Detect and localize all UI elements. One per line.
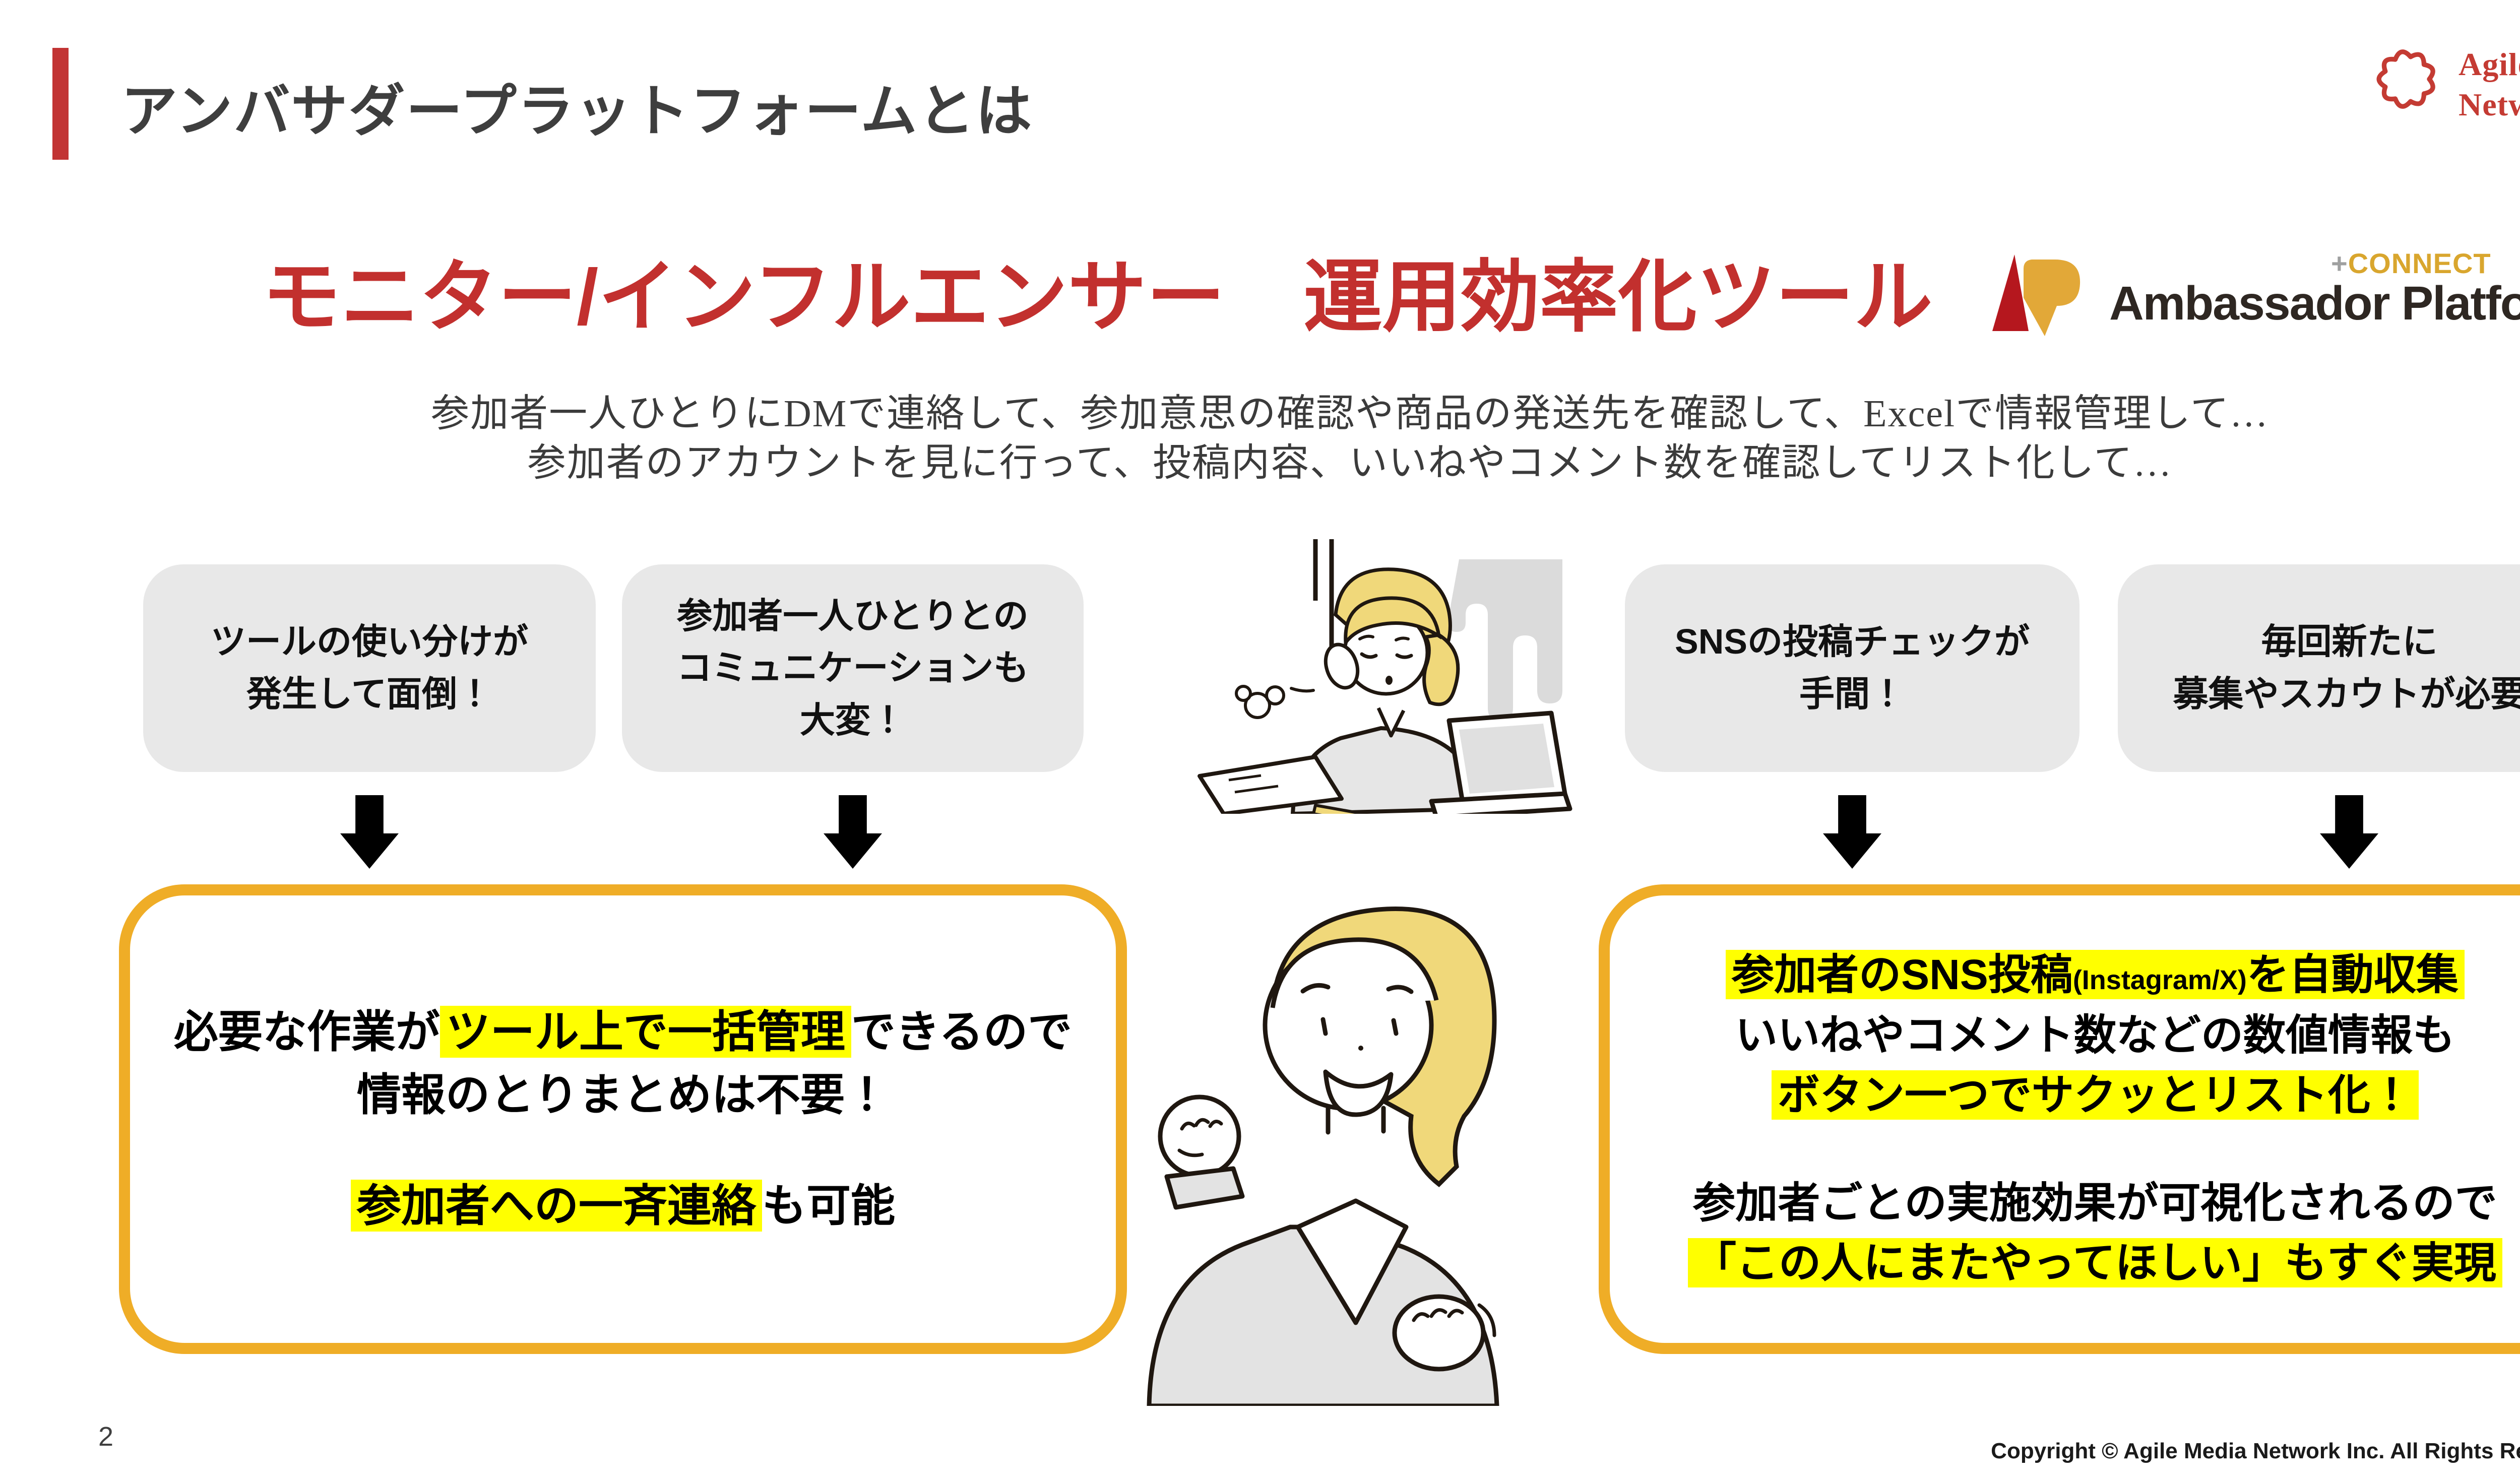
pain-point-line: 参加者一人ひとりとの [677,596,1029,635]
pain-point-line: 募集やスカウトが必要 [2173,674,2520,714]
highlighted-text: ツール上で一括管理 [439,1006,851,1058]
agile-media-network-logo: Agile Media Network [2369,41,2520,125]
intro-line-1: 参加者一人ひとりにDMで連絡して、参加意思の確認や商品の発送先を確認して、Exc… [431,393,2269,435]
solution-left-line-1: 必要な作業がツール上で一括管理できるので [174,1001,1072,1064]
pain-point-line: 発生して面倒！ [246,674,492,714]
pain-point-line: 毎回新たに [2261,622,2438,662]
connect-label: CONNECT [2348,247,2491,279]
ap-connect-badge: +CONNECT [2331,247,2491,280]
hero-title: モニター/インフルエンサー 運用効率化ツール [262,253,1933,341]
scalloped-ring-icon [2369,41,2444,119]
highlighted-text: 参加者への一斉連絡 [350,1179,762,1232]
solution-left-line-2: 情報のとりまとめは不要！ [356,1070,889,1120]
pain-point-line: 大変！ [800,700,906,740]
solution-right-line-2: いいねやコメント数などの数値情報も [1735,1011,2455,1059]
copyright-text: Copyright © Agile Media Network Inc. All… [1991,1439,2520,1463]
down-arrow-icon [1823,795,1881,869]
pain-point-line: SNSの投稿チェックが [1675,622,2030,662]
text-segment: 参加者のSNS投稿 [1732,951,2073,999]
highlighted-text: 「この人にまたやってほしい」もすぐ実現 [1688,1238,2502,1288]
pain-point-line: ツールの使い分けが [211,622,528,662]
ap-logo-name: Ambassador Platform [2109,277,2520,330]
text-segment: 必要な作業が [173,1007,440,1057]
solution-right-line-4: 参加者ごとの実施効果が可視化されるので [1693,1179,2497,1227]
down-arrow-icon [824,795,882,869]
highlighted-text: 参加者のSNS投稿(Instagram/X)を自動収集 [1726,950,2465,1000]
text-segment: も可能 [762,1180,896,1231]
solution-right-line-3: ボタン一つでサクッとリスト化！ [1771,1065,2419,1125]
brand-name: Agile Media Network [2459,41,2520,125]
solution-card-right: 参加者のSNS投稿(Instagram/X)を自動収集 いいねやコメント数などの… [1599,884,2520,1354]
happy-worker-illustration [1131,874,1600,1408]
page-title: アンバサダープラットフォームとは [121,80,1033,143]
solution-right-line-5: 「この人にまたやってほしい」もすぐ実現 [1688,1233,2502,1293]
page-number: 2 [98,1422,114,1452]
text-segment-small: (Instagram/X) [2072,965,2247,996]
intro-text: 参加者一人ひとりにDMで連絡して、参加意思の確認や商品の発送先を確認して、Exc… [0,389,2520,488]
pain-point-line: 手間！ [1799,674,1905,714]
pain-point-line: コミュニケーションも [676,648,1029,688]
brand-name-line2: Network [2459,87,2520,122]
pain-point-card-3: SNSの投稿チェックが 手間！ [1625,564,2080,772]
text-segment: できるので [851,1007,1073,1057]
ambassador-platform-logo: +CONNECT Ambassador Platform [1988,247,2520,343]
highlighted-text: ボタン一つでサクッとリスト化！ [1771,1070,2419,1120]
pain-point-card-4: 毎回新たに 募集やスカウトが必要 [2118,564,2520,772]
plus-sign: + [2331,247,2348,279]
down-arrow-icon [2320,795,2378,869]
solution-right-line-1: 参加者のSNS投稿(Instagram/X)を自動収集 [1726,945,2465,1005]
header-accent-bar [52,48,69,160]
solution-card-left: 必要な作業がツール上で一括管理できるので 情報のとりまとめは不要！ 参加者への一… [119,884,1127,1354]
ap-triangle-flag-icon [1988,249,2104,340]
intro-line-2: 参加者のアカウントを見に行って、投稿内容、いいねやコメント数を確認してリスト化し… [527,442,2173,484]
pain-point-card-1: ツールの使い分けが 発生して面倒！ [143,564,596,772]
tired-worker-illustration [1164,539,1572,824]
down-arrow-icon [340,795,399,869]
solution-left-line-3: 参加者への一斉連絡も可能 [350,1175,896,1238]
pain-point-card-2: 参加者一人ひとりとの コミュニケーションも 大変！ [622,564,1084,772]
text-segment: を自動収集 [2246,951,2459,999]
brand-name-line1: Agile Media [2459,46,2520,82]
